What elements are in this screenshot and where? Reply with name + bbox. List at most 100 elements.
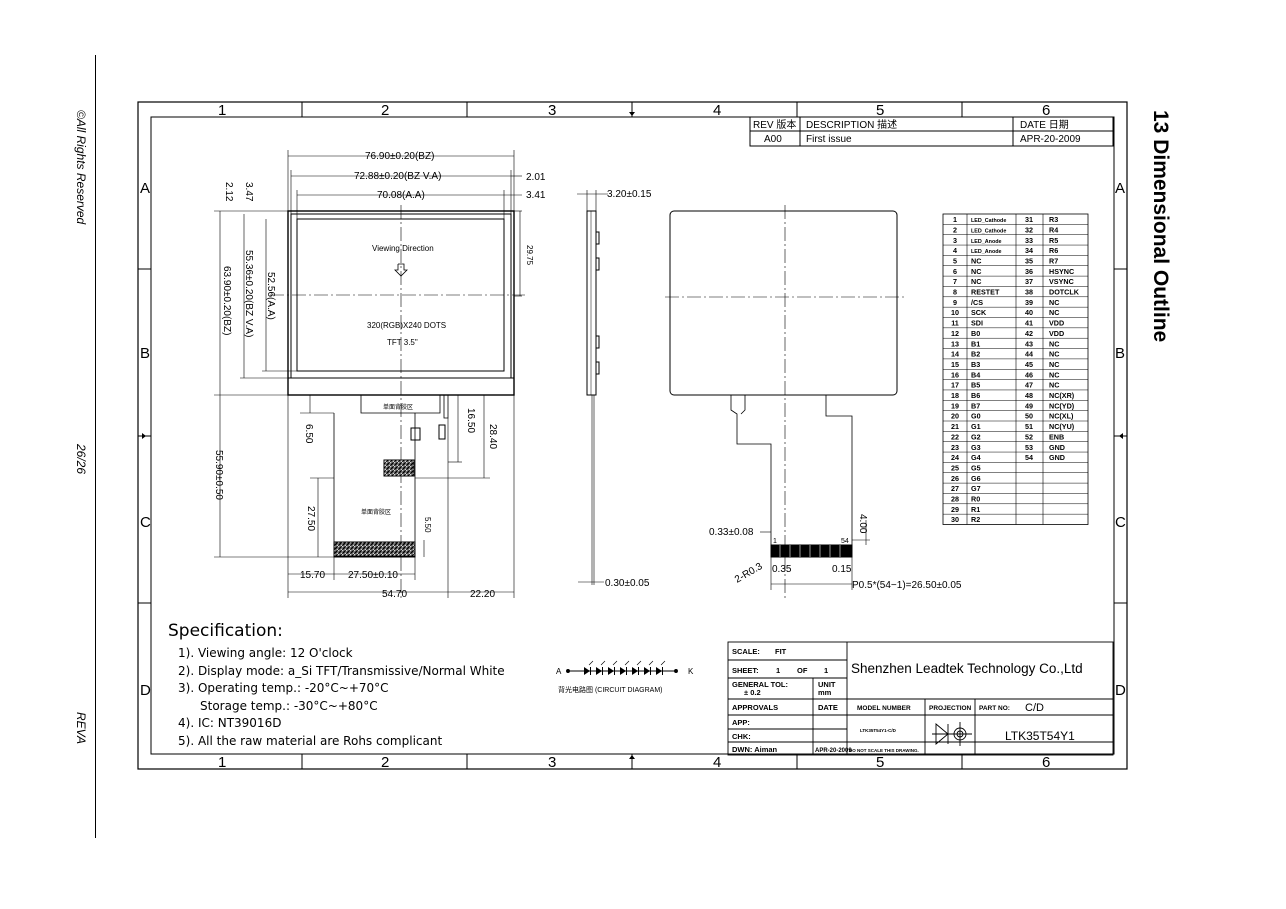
pin-signal: NC(YU) [1049, 422, 1075, 431]
company-name: Shenzhen Leadtek Technology Co.,Ltd [851, 661, 1083, 676]
spec-item-5: 5). All the raw material are Rohs compli… [178, 733, 443, 748]
dim-aa-height: 52.56(A.A) [265, 272, 276, 320]
viewing-arrow [394, 263, 408, 277]
pin-signal: GND [1049, 443, 1065, 452]
pin-signal: B6 [971, 391, 980, 400]
pin-signal: VSYNC [1049, 277, 1074, 286]
pin-signal: R2 [971, 515, 980, 524]
pin-signal: G7 [971, 484, 981, 493]
circuit-anode: A [556, 667, 562, 676]
dim-5470: 54.70 [382, 589, 407, 600]
pin-signal: LED_Cathode [971, 228, 1006, 234]
stiffener [333, 541, 416, 558]
pin-signal: /CS [971, 298, 983, 307]
pin-number: 2 [953, 225, 957, 234]
pin-signal: G4 [971, 453, 981, 462]
pin-number: 18 [951, 391, 959, 400]
pin-signal: NC [1049, 339, 1059, 348]
pin-signal: NC [971, 256, 981, 265]
pin-number: 7 [953, 277, 957, 286]
dim-035: 0.35 [772, 564, 792, 575]
drawing-number: LTK35T54Y1 [1005, 729, 1075, 743]
pin-number: 31 [1025, 215, 1033, 224]
rev-desc: First issue [806, 134, 852, 145]
pin-number: 1 [953, 215, 957, 224]
dim-bezel-height: 63.90±0.20(BZ) [221, 266, 232, 335]
circuit-cathode: K [688, 667, 694, 676]
side-view [577, 190, 608, 585]
zone-row-c-left: C [140, 514, 151, 531]
projection-label: PROJECTION [929, 705, 972, 712]
zone-row-c-right: C [1115, 514, 1126, 531]
approvals-label: APPROVALS [732, 703, 778, 712]
part-label: PART NO: [979, 705, 1010, 712]
pin-number: 19 [951, 401, 959, 410]
dim-550: 5.50 [423, 517, 432, 533]
rev-header-desc: DESCRIPTION 描述 [806, 118, 897, 131]
pin-number: 20 [951, 412, 959, 421]
dim-2840: 28.40 [487, 424, 498, 449]
dim-bezel-width: 76.90±0.20(BZ) [365, 151, 434, 162]
pin-number: 25 [951, 463, 959, 472]
scale-label: SCALE: [732, 647, 760, 656]
zone-row-a-right: A [1115, 180, 1125, 197]
pin-number: 43 [1025, 339, 1033, 348]
pin-number: 32 [1025, 225, 1033, 234]
front-view-texts: 76.90±0.20(BZ) 72.88±0.20(BZ V.A) 70.08(… [213, 151, 546, 600]
pin-signal: NC [971, 267, 981, 276]
dim-left-1: 3.47 [243, 182, 254, 202]
spec-title: Specification: [168, 621, 283, 641]
unit-label: UNIT [818, 680, 836, 689]
spec-item-3: 3). Operating temp.: -20°C~+70°C [178, 681, 389, 696]
pin-number: 39 [1025, 298, 1033, 307]
pin-number: 17 [951, 381, 959, 390]
tft-size-label: TFT 3.5" [387, 338, 418, 347]
pin-signal: G6 [971, 474, 981, 483]
pin-number: 14 [951, 350, 959, 359]
zone-col-2-top: 2 [381, 102, 389, 119]
pin-number: 8 [953, 288, 957, 297]
pin-signal: RESTET [971, 288, 1000, 297]
pin-signal: SCK [971, 308, 987, 317]
pin-signal: R7 [1049, 256, 1058, 265]
pin-signal: R3 [1049, 215, 1058, 224]
pin-signal: G2 [971, 432, 981, 441]
pin-first-label: 1 [773, 538, 777, 545]
pin-number: 49 [1025, 401, 1033, 410]
pin-signal: NC(YD) [1049, 401, 1075, 410]
pin-signal: B5 [971, 381, 980, 390]
pin-number: 4 [953, 246, 957, 255]
spec-item-storage: Storage temp.: -30°C~+80°C [200, 698, 378, 713]
pin-number: 36 [1025, 267, 1033, 276]
pin-signal: LED_Anode [971, 249, 1002, 255]
margin-line [95, 55, 96, 838]
pin-number: 54 [1025, 453, 1033, 462]
sheet-value: 1 [776, 666, 780, 675]
pin-number: 50 [1025, 412, 1033, 421]
pin-signal: B3 [971, 360, 980, 369]
pin-signal: G3 [971, 443, 981, 452]
viewing-direction-label: Viewing Direction [372, 244, 434, 253]
pin-number: 15 [951, 360, 959, 369]
pin-number: 38 [1025, 288, 1033, 297]
sheet-label: SHEET: [732, 666, 759, 675]
title-block [727, 641, 1114, 756]
pin-signal: NC(XR) [1049, 391, 1075, 400]
pin-number: 6 [953, 267, 957, 276]
pin-signal: B1 [971, 339, 980, 348]
dim-bzva-width: 72.88±0.20(BZ V.A) [354, 171, 441, 182]
side-bottom: 0.30±0.05 [605, 578, 650, 589]
dim-right-2: 3.41 [526, 190, 546, 201]
spec-item-1: 1). Viewing angle: 12 O'clock [178, 646, 353, 660]
pin-signal: LED_Anode [971, 239, 1002, 245]
pin-number: 48 [1025, 391, 1033, 400]
pin-signal: R4 [1049, 225, 1058, 234]
pin-signal: NC [1049, 298, 1059, 307]
dim-650: 6.50 [303, 424, 314, 444]
pin-signal: G0 [971, 412, 981, 421]
zone-col-5-top: 5 [876, 102, 884, 119]
tol-value: ± 0.2 [744, 688, 761, 697]
pin-signal: NC [1049, 381, 1059, 390]
pin-number: 46 [1025, 370, 1033, 379]
